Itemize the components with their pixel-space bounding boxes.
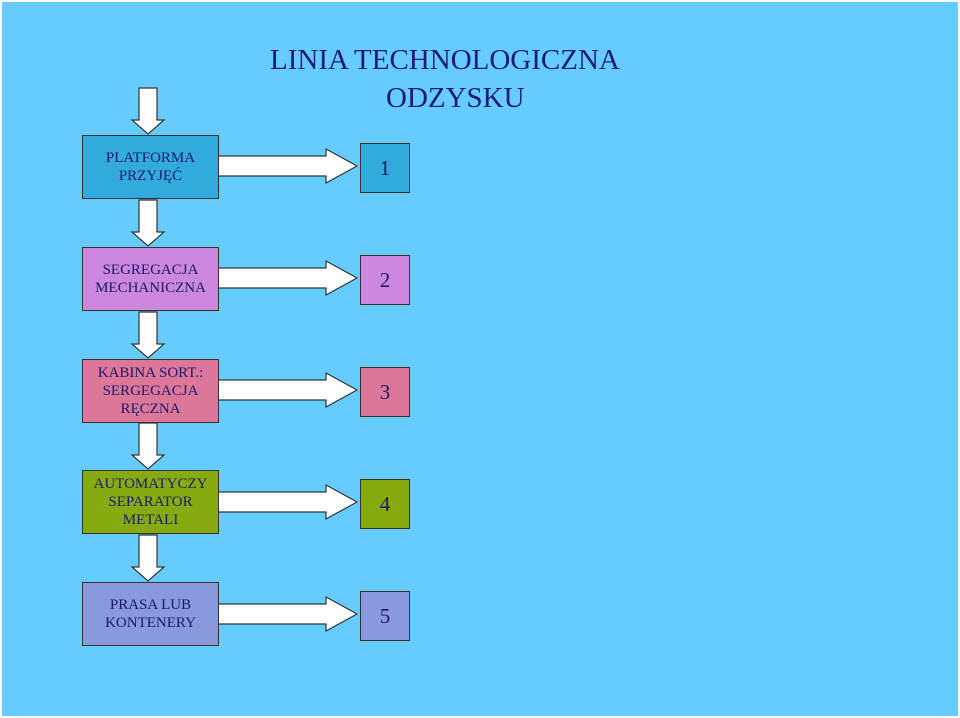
diagram-title-line-2: ODZYSKU (386, 82, 525, 114)
step-number-3-text: 3 (379, 379, 391, 404)
step-label-1: PLATFORMA PRZYJĘĆ (105, 150, 196, 184)
step-number-3: 3 (360, 367, 410, 417)
right-arrow-4 (216, 483, 359, 521)
step-number-5-text: 5 (379, 603, 391, 628)
right-arrow-2 (216, 259, 359, 297)
down-arrow-3-4 (130, 422, 166, 470)
diagram-title-line-1: LINIA TECHNOLOGICZNA (270, 44, 620, 76)
step-number-2: 2 (360, 255, 410, 305)
step-label-5: PRASA LUB KONTENERY (105, 597, 196, 631)
step-box-3: KABINA SORT.: SERGEGACJA RĘCZNA (82, 359, 219, 423)
down-arrow-top (130, 87, 166, 135)
down-arrow-4-5 (130, 534, 166, 582)
step-label-2: SEGREGACJA MECHANICZNA (95, 262, 206, 296)
step-number-1: 1 (360, 143, 410, 193)
step-box-1: PLATFORMA PRZYJĘĆ (82, 135, 219, 199)
step-box-2: SEGREGACJA MECHANICZNA (82, 247, 219, 311)
right-arrow-3 (216, 371, 359, 409)
step-number-4: 4 (360, 479, 410, 529)
right-arrow-1 (216, 147, 359, 185)
step-number-2-text: 2 (379, 267, 391, 292)
step-number-5: 5 (360, 591, 410, 641)
step-box-4: AUTOMATYCZY SEPARATOR METALI (82, 470, 219, 534)
right-arrow-5 (216, 595, 359, 633)
step-number-4-text: 4 (379, 491, 391, 516)
step-label-3: KABINA SORT.: SERGEGACJA RĘCZNA (97, 365, 204, 417)
step-label-4: AUTOMATYCZY SEPARATOR METALI (93, 476, 208, 528)
step-box-5: PRASA LUB KONTENERY (82, 582, 219, 646)
down-arrow-1-2 (130, 199, 166, 247)
step-number-1-text: 1 (379, 155, 391, 180)
down-arrow-2-3 (130, 311, 166, 359)
